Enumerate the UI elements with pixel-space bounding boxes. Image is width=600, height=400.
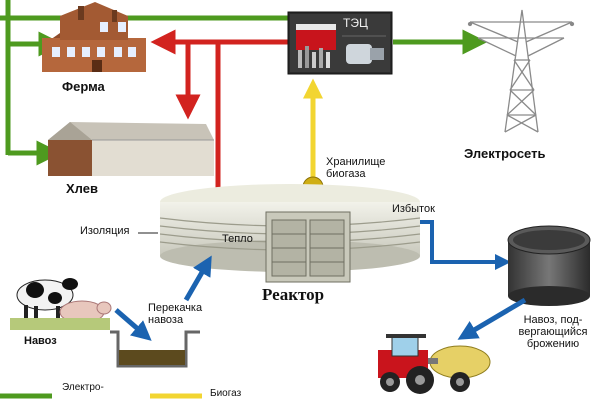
power-plant-icon bbox=[287, 11, 393, 75]
grid-label: Электросеть bbox=[464, 146, 546, 161]
chp-label: ТЭЦ bbox=[343, 16, 368, 30]
pumping-label: Перекачка навоза bbox=[148, 302, 203, 326]
tractor-icon bbox=[378, 334, 491, 394]
electricity-lines bbox=[0, 0, 488, 166]
grass-patch bbox=[10, 318, 110, 330]
storage-tank-icon bbox=[507, 225, 591, 306]
reactor-label: Реактор bbox=[262, 285, 325, 304]
transmission-tower-icon bbox=[467, 9, 575, 133]
reactor-icon bbox=[159, 184, 421, 283]
tank-to-tractor-arrow bbox=[457, 297, 527, 340]
pit-to-reactor-arrow bbox=[183, 255, 212, 302]
excess-pipe bbox=[420, 220, 511, 270]
house-icon bbox=[42, 2, 146, 72]
barn-label: Хлев bbox=[66, 181, 98, 196]
farm-label: Ферма bbox=[62, 79, 105, 94]
excess-label: Избыток bbox=[392, 203, 435, 215]
insulation-label: Изоляция bbox=[80, 225, 130, 237]
manure-label: Навоз bbox=[24, 335, 57, 347]
pig-icon bbox=[59, 300, 112, 327]
cow-to-pit-arrow bbox=[114, 308, 152, 341]
cow-icon bbox=[16, 278, 78, 321]
fermented-label: Навоз, под-вергающийся брожению bbox=[518, 314, 588, 350]
legend-biogas-label: Биогаз bbox=[210, 388, 242, 399]
barn-icon bbox=[48, 122, 214, 176]
manure-pit bbox=[110, 330, 200, 368]
heat-label: Тепло bbox=[222, 233, 253, 245]
legend-electricity-label: Электро- bbox=[62, 382, 104, 393]
storage-label: Хранилище биогаза bbox=[326, 156, 386, 180]
